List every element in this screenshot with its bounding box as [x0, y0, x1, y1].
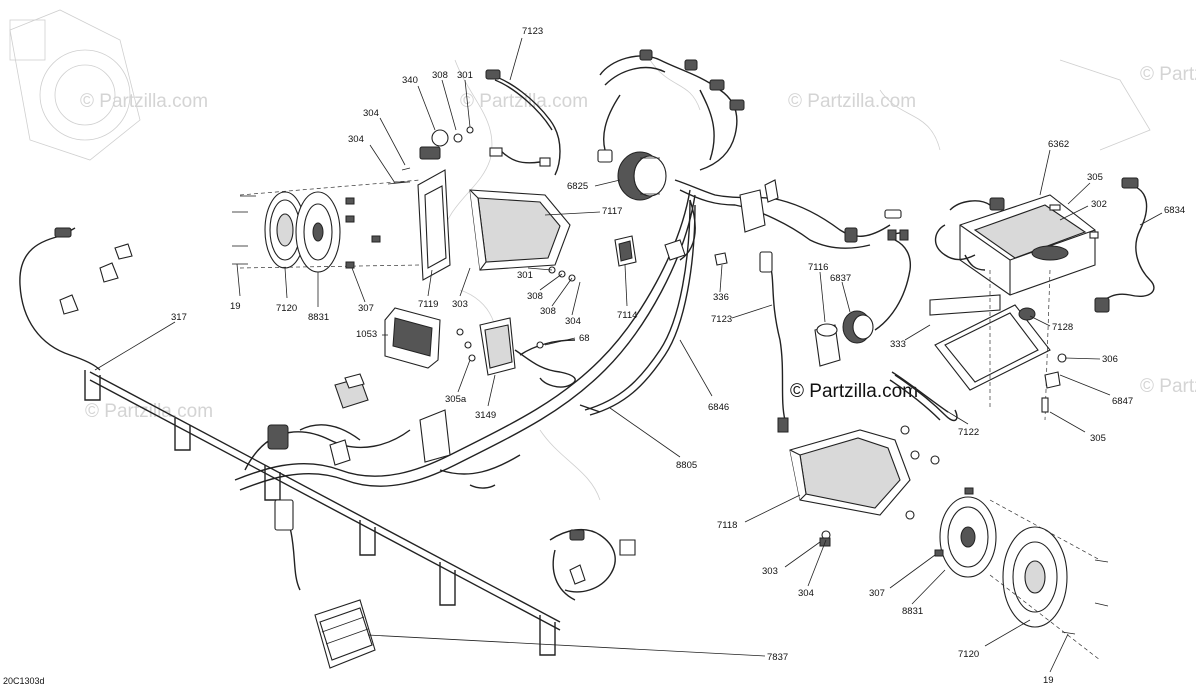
speaker-pod-7118: [789, 425, 940, 547]
harness-7123-top: [485, 69, 561, 176]
socket-6837: [759, 239, 912, 433]
callout-307: 307: [358, 303, 374, 314]
callout-7117: 7117: [602, 206, 622, 217]
callout-301: 301: [517, 270, 533, 281]
relay-block: [334, 373, 369, 409]
callout-308: 308: [432, 70, 448, 81]
callout-19: 19: [1043, 675, 1054, 686]
watermark-main: © Partzilla.com: [790, 381, 918, 402]
diagram-code: 20C1303d: [3, 676, 45, 686]
gps-unit-1053: [384, 307, 576, 388]
watermark: © Partzilla.com: [460, 91, 588, 112]
callout-302: 302: [1091, 199, 1107, 210]
callout-7122: 7122: [958, 427, 979, 438]
watermark: © Partzilla.com: [1140, 376, 1196, 397]
callout-68: 68: [579, 333, 590, 344]
harness-6834: [1094, 177, 1155, 313]
harness-6846: [579, 199, 696, 416]
callout-8805: 8805: [676, 460, 697, 471]
speaker-pod-7117-7119: [387, 126, 728, 282]
callout-6846: 6846: [708, 402, 729, 413]
watermark: © Partzilla.com: [80, 91, 208, 112]
callout-19: 19: [230, 301, 241, 312]
callout-317: 317: [171, 312, 187, 323]
callout-7123: 7123: [711, 314, 732, 325]
callout-7120: 7120: [276, 303, 297, 314]
watermark: © Partzilla.com: [788, 91, 916, 112]
frame-harness-317: [19, 227, 561, 656]
main-harness-8805: [234, 189, 696, 601]
callout-7114: 7114: [617, 310, 637, 321]
callout-333: 333: [890, 339, 906, 350]
callout-7119: 7119: [418, 299, 438, 310]
leader-lines: [94, 37, 1163, 673]
callout-6362: 6362: [1048, 139, 1069, 150]
callout-304: 304: [565, 316, 581, 327]
callout-340: 340: [402, 75, 418, 86]
callout-303: 303: [452, 299, 468, 310]
callout-307: 307: [869, 588, 885, 599]
callout-7837: 7837: [767, 652, 788, 663]
right-speaker-assembly: [934, 487, 1109, 661]
callout-301: 301: [457, 70, 473, 81]
mount-bracket-333: [929, 269, 1067, 421]
callout-6847: 6847: [1112, 396, 1133, 407]
module-7837: [314, 599, 376, 669]
callout-8831: 8831: [902, 606, 923, 617]
callout-7118: 7118: [717, 520, 737, 531]
callout-8831: 8831: [308, 312, 329, 323]
callout-7128: 7128: [1052, 322, 1073, 333]
callout-304: 304: [363, 108, 379, 119]
callout-1053: 1053: [356, 329, 377, 340]
callout-7120: 7120: [958, 649, 979, 660]
callout-6825: 6825: [567, 181, 588, 192]
callout-7116: 7116: [808, 262, 828, 273]
callout-308: 308: [527, 291, 543, 302]
callout-303: 303: [762, 566, 778, 577]
callout-305: 305: [1087, 172, 1103, 183]
watermark: © Partzilla.com: [1140, 64, 1196, 85]
callout-305a: 305a: [445, 394, 467, 405]
callout-304: 304: [798, 588, 814, 599]
left-speaker-assembly: [232, 179, 421, 273]
amplifier-6362: [934, 194, 1099, 296]
callout-6834: 6834: [1164, 205, 1185, 216]
callout-3149: 3149: [475, 410, 496, 421]
harness-6825: [597, 49, 909, 261]
callout-336: 336: [713, 292, 729, 303]
callout-7123: 7123: [522, 26, 543, 37]
callout-308: 308: [540, 306, 556, 317]
callout-304: 304: [348, 134, 364, 145]
callout-6837: 6837: [830, 273, 851, 284]
callout-labels: 7123 340 308 301 304 304 6825 7117 6362 …: [171, 26, 1185, 686]
callout-305: 305: [1090, 433, 1106, 444]
callout-306: 306: [1102, 354, 1118, 365]
